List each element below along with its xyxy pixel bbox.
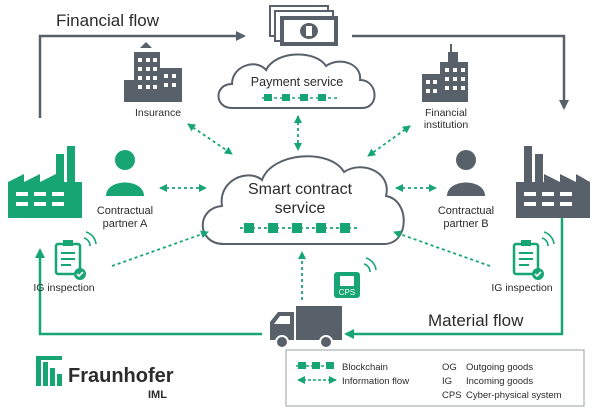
financial-flow-label: Financial flow <box>56 11 160 30</box>
bank-building-icon <box>422 44 468 102</box>
money-icon <box>269 5 338 46</box>
fraunhofer-logo-subtitle: IML <box>148 389 167 401</box>
smart-contract-label-line1: Smart contract <box>248 181 353 198</box>
cps-chip-icon <box>334 257 377 298</box>
financial-flow-line-left <box>38 31 246 118</box>
partner-a-label-line2: partner A <box>103 218 148 230</box>
financial-flow-line-right <box>352 34 569 110</box>
legend-text-cps: Cyber-physical system <box>466 390 562 401</box>
partner-a-label-line1: Contractual <box>97 205 153 217</box>
payment-service-cloud <box>217 53 376 109</box>
legend-text-ig: Incoming goods <box>466 376 533 387</box>
material-flow-line-left <box>35 248 262 336</box>
fraunhofer-logo-text: Fraunhofer <box>68 365 174 387</box>
insurance-label: Insurance <box>135 107 181 119</box>
material-flow-label: Material flow <box>428 311 524 330</box>
payment-service-label: Payment service <box>251 75 343 89</box>
info-flow-insurance-smart <box>187 123 233 155</box>
info-flow-bank-smart <box>367 125 411 157</box>
financial-institution-label-line2: institution <box>424 119 469 131</box>
partner-b-person-icon <box>447 150 485 196</box>
partner-b-label-line1: Contractual <box>438 205 494 217</box>
ig-inspection-left-clipboard-icon <box>54 231 97 280</box>
partner-b-label-line2: partner B <box>443 218 488 230</box>
material-flow-line-right <box>344 218 564 339</box>
ig-inspection-right-clipboard-icon <box>512 231 555 280</box>
legend-abbr-og: OG <box>442 362 457 373</box>
legend-information-flow-label: Information flow <box>342 376 409 387</box>
legend-blockchain-icon <box>296 362 336 369</box>
legend-box <box>285 349 585 407</box>
truck-icon <box>270 306 342 349</box>
fraunhofer-logo-mark <box>36 356 62 386</box>
ig-inspection-left-label: IG inspection <box>33 282 94 294</box>
cps-badge-label: CPS <box>339 288 355 297</box>
legend-text-og: Outgoing goods <box>466 362 533 373</box>
factory-right-icon <box>516 146 590 218</box>
partner-a-person-icon <box>106 150 144 196</box>
smart-contract-blockchain-icon <box>244 223 350 233</box>
smart-contract-cloud <box>201 155 405 245</box>
info-flow-ig-right-smart <box>393 230 491 267</box>
info-flow-ig-left-smart <box>111 230 209 267</box>
legend-abbr-cps: CPS <box>442 390 462 401</box>
financial-institution-label-line1: Financial <box>425 107 467 119</box>
legend-blockchain-label: Blockchain <box>342 362 388 373</box>
factory-left-icon <box>8 146 82 218</box>
smart-contract-label-line2: service <box>275 200 326 217</box>
legend-abbr-ig: IG <box>442 376 452 387</box>
insurance-building-icon <box>124 42 182 102</box>
ig-inspection-right-label: IG inspection <box>491 282 552 294</box>
